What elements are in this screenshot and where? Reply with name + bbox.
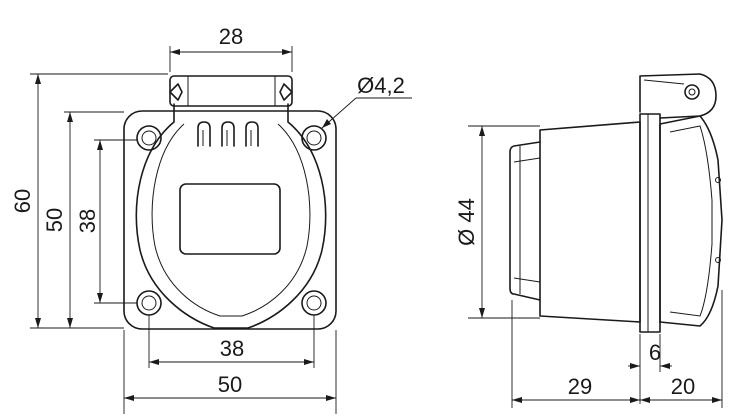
hole-top-left xyxy=(136,125,162,151)
lid-ribs xyxy=(197,121,259,147)
front-view xyxy=(123,75,337,330)
hole-bottom-right xyxy=(301,290,327,316)
dim-overall-height: 60 xyxy=(10,189,35,213)
dim-body-diameter: Ø 44 xyxy=(454,198,479,246)
side-view xyxy=(509,73,723,333)
dim-depth-front: 20 xyxy=(671,374,695,399)
side-hinge xyxy=(639,73,717,119)
rear-body xyxy=(539,121,641,323)
dim-hole-spacing-v: 38 xyxy=(75,209,100,233)
dim-top-width: 28 xyxy=(219,24,243,49)
dimension-labels: 28 Ø4,2 60 50 38 38 50 Ø 44 6 29 20 xyxy=(10,24,695,399)
hole-bottom-left xyxy=(136,290,162,316)
dim-flange-width: 50 xyxy=(218,372,242,397)
label-window xyxy=(179,183,281,255)
dimension-lines xyxy=(30,46,723,414)
side-lid xyxy=(659,115,723,327)
front-flange xyxy=(123,110,337,330)
dim-hole-spacing-h: 38 xyxy=(220,336,244,361)
hinge-block xyxy=(169,75,293,107)
front-lid xyxy=(135,103,327,329)
dim-depth-behind: 29 xyxy=(568,374,592,399)
hole-top-right xyxy=(301,125,327,151)
dim-hole-diameter: Ø4,2 xyxy=(357,73,405,98)
mounting-holes xyxy=(136,125,327,316)
side-flange xyxy=(639,113,661,333)
dim-flange-height: 50 xyxy=(42,208,67,232)
dim-flange-thickness: 6 xyxy=(649,340,661,365)
